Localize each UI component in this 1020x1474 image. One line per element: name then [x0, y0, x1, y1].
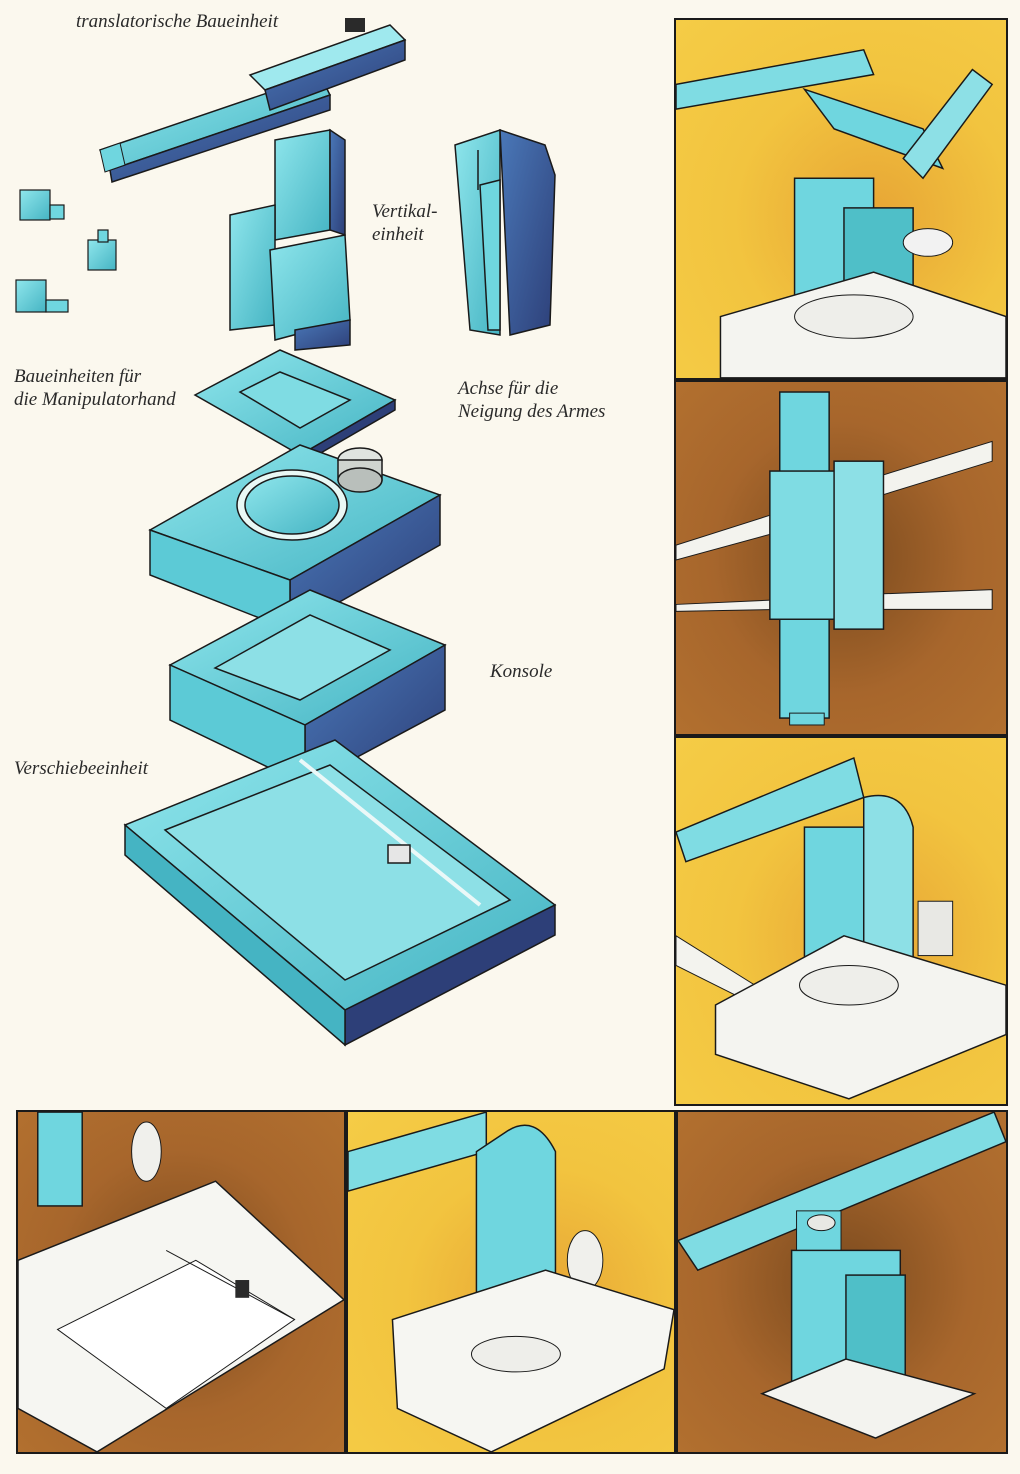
panel-arm-on-pedestal — [676, 1110, 1008, 1454]
translatory-unit — [98, 18, 407, 183]
rotation-column — [229, 128, 351, 351]
arm-pedestal-illustration — [678, 1112, 1006, 1439]
vertical-unit — [454, 128, 556, 336]
turntable-unit — [148, 444, 442, 632]
base-slide-illustration — [18, 1112, 344, 1452]
label-hand-units: Baueinheiten für die Manipulatorhand — [14, 366, 176, 410]
vertical-column-illustration — [676, 391, 993, 726]
label-translatory-unit: translatorische Baueinheit — [76, 11, 279, 32]
shift-unit — [123, 739, 557, 1047]
panel-vertical-column-rails — [674, 380, 1008, 736]
tilt-axis-plate — [193, 349, 397, 467]
label-shift-unit: Verschiebeeinheit — [14, 758, 149, 779]
label-vertical-unit: Vertikal- einheit — [372, 201, 438, 245]
robot-arm-illustration — [676, 48, 1006, 378]
panel-arm-two-axes — [674, 18, 1008, 380]
hand-unit-parts — [15, 189, 117, 313]
arm-on-rails-illustration — [676, 756, 1006, 1100]
panel-arm-on-rails — [674, 736, 1008, 1106]
panel-base-with-slide — [16, 1110, 346, 1454]
exploded-manipulator-diagram — [15, 18, 557, 1047]
vertical-counterweight-illustration — [348, 1112, 674, 1452]
label-console: Konsole — [490, 661, 553, 682]
panel-vertical-with-counterweight — [346, 1110, 676, 1454]
label-tilt-axis: Achse für die Neigung des Armes — [458, 378, 606, 422]
